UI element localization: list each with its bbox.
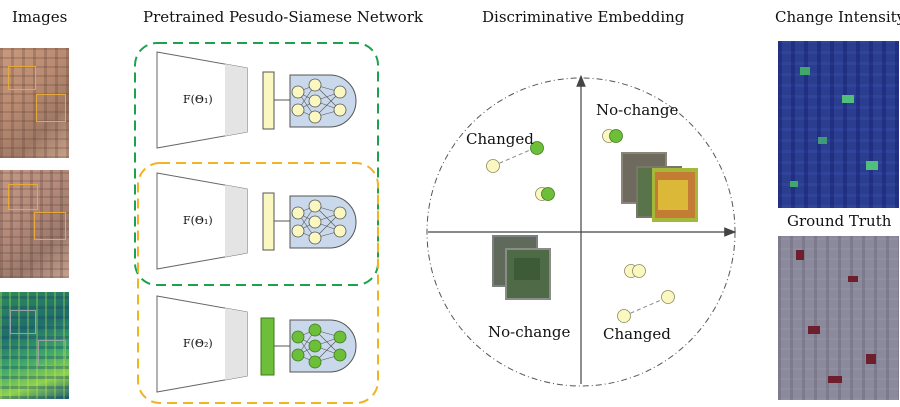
label-nochange-bottom: No-change: [488, 323, 571, 341]
feature-bar-3: [260, 317, 275, 376]
intensity-patch-4: [866, 161, 878, 170]
point-nochange-b: [609, 129, 623, 143]
classifier-head-1: [289, 74, 357, 128]
point-changed-a: [486, 159, 500, 173]
change-intensity-map: [778, 41, 899, 208]
image-t1-roi-2: [36, 94, 66, 122]
branch-2-label: F(Θ₁): [183, 214, 213, 227]
gt-change-3: [808, 326, 820, 334]
intensity-texture: [778, 41, 899, 208]
intensity-patch-5: [790, 181, 798, 187]
gt-change-4: [866, 354, 876, 364]
feature-bar-1: [262, 71, 275, 130]
branch-1: [156, 51, 357, 149]
gt-change-2: [848, 276, 858, 282]
branch-3: [156, 295, 357, 393]
point-changed-d: [661, 290, 675, 304]
branch-2: [156, 172, 357, 270]
image-diff-roi-2: [38, 340, 66, 366]
embedding-points: [486, 129, 675, 323]
gt-change-5: [828, 376, 842, 383]
encoder-shade-1: [225, 64, 247, 136]
image-diff-texture: [0, 292, 69, 399]
gt-texture: [778, 236, 899, 400]
branch-1-label: F(Θ₁): [183, 93, 213, 106]
label-changed-bottom: Changed: [603, 325, 671, 343]
label-changed-top: Changed: [466, 130, 534, 148]
yellow-siamese-frame: [137, 162, 379, 404]
label-nochange-top: No-change: [596, 101, 679, 119]
point-changed-c: [617, 309, 631, 323]
branch-3-label: F(Θ₂): [183, 337, 213, 350]
point-changed-b: [530, 141, 544, 155]
image-t2-roi-2: [34, 212, 66, 240]
gt-change-1: [796, 250, 804, 260]
image-t2-roi: [8, 184, 38, 210]
change-intensity-title: Change Intensity: [775, 8, 900, 26]
embedding-title: Discriminative Embedding: [482, 8, 685, 26]
ground-truth-map: [778, 236, 899, 400]
image-t2: [0, 170, 69, 278]
image-t1: [0, 48, 69, 158]
encoder-shade-3: [225, 308, 247, 380]
image-difference: [0, 292, 69, 399]
mlp-nodes-2: [291, 199, 347, 245]
feature-bar-2: [262, 192, 275, 251]
network-title: Pretrained Pesudo-Siamese Network: [143, 8, 423, 26]
patch-stack-nochange: [621, 152, 698, 222]
mlp-nodes-3: [291, 323, 347, 369]
intensity-patch-3: [818, 137, 827, 144]
encoder-shade-2: [225, 185, 247, 257]
image-diff-roi: [10, 310, 36, 334]
images-title: Images: [12, 8, 68, 26]
patch-stack-bottom: [492, 235, 551, 300]
image-t1-roi: [8, 66, 36, 90]
ground-truth-title: Ground Truth: [787, 212, 892, 230]
point-br-b: [632, 264, 646, 278]
intensity-patch-2: [842, 95, 854, 103]
classifier-head-2: [289, 195, 357, 249]
mlp-nodes-1: [291, 78, 347, 124]
classifier-head-3: [289, 319, 357, 373]
green-siamese-frame: [134, 42, 379, 286]
point-pair-c2: [541, 187, 555, 201]
intensity-patch-1: [800, 67, 810, 75]
